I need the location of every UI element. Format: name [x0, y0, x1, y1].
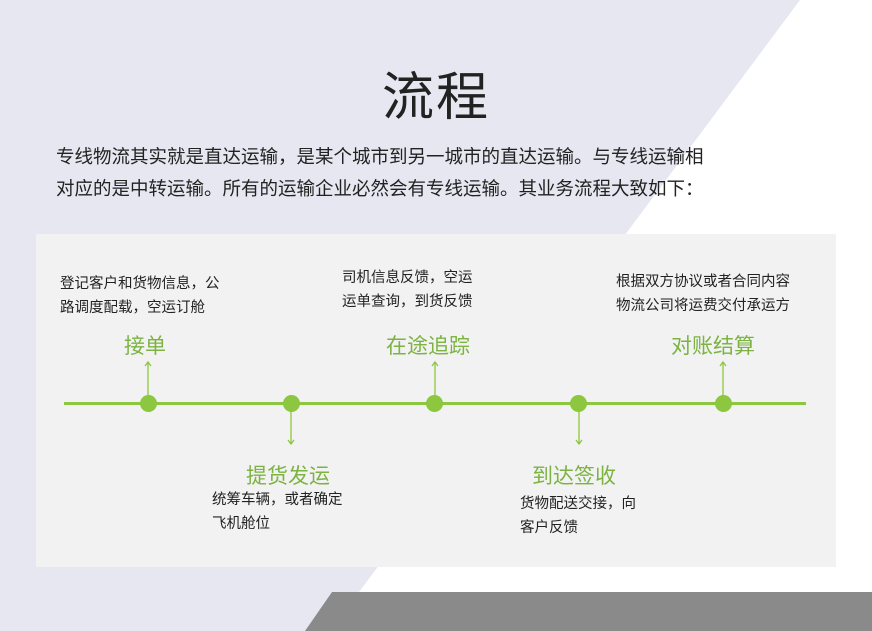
step-description-line: 统筹车辆，或者确定: [212, 492, 343, 508]
timeline-node: [140, 395, 157, 412]
step-description-line: 登记客户和货物信息，公: [60, 276, 220, 292]
arrow-down-icon: [287, 408, 295, 446]
page-title: 流程: [381, 68, 490, 128]
step-description-line: 物流公司将运费交付承运方: [616, 298, 790, 314]
step-description-line: 司机信息反馈，空运: [342, 270, 473, 286]
step-title: 提货发运: [246, 464, 330, 488]
step-description-line: 客户反馈: [520, 520, 578, 536]
timeline-node: [570, 395, 587, 412]
step-description: 司机信息反馈，空运 运单查询，到货反馈: [342, 266, 473, 314]
step-description: 登记客户和货物信息，公 路调度配载，空运订舱: [60, 272, 220, 320]
intro-line: 专线物流其实就是直达运输，是某个城市到另一城市的直达运输。与专线运输相: [56, 147, 704, 168]
arrow-up-icon: [719, 360, 727, 398]
step-description: 统筹车辆，或者确定 飞机舱位: [212, 488, 343, 536]
step-title: 接单: [124, 334, 166, 358]
bottom-band: [305, 592, 872, 631]
step-title: 到达签收: [532, 464, 616, 488]
step-description: 根据双方协议或者合同内容 物流公司将运费交付承运方: [616, 270, 790, 318]
step-description-line: 路调度配载，空运订舱: [60, 300, 205, 316]
arrow-up-icon: [431, 360, 439, 398]
step-description-line: 货物配送交接，向: [520, 496, 636, 512]
timeline-node: [715, 395, 732, 412]
timeline-node: [426, 395, 443, 412]
step-description: 货物配送交接，向 客户反馈: [520, 492, 636, 540]
step-title: 在途追踪: [386, 334, 470, 358]
step-description-line: 根据双方协议或者合同内容: [616, 274, 790, 290]
intro-line: 对应的是中转运输。所有的运输企业必然会有专线运输。其业务流程大致如下：: [56, 179, 704, 200]
step-title: 对账结算: [671, 334, 755, 358]
timeline-node: [283, 395, 300, 412]
intro-paragraph: 专线物流其实就是直达运输，是某个城市到另一城市的直达运输。与专线运输相 对应的是…: [56, 142, 826, 206]
arrow-up-icon: [144, 360, 152, 398]
step-description-line: 运单查询，到货反馈: [342, 294, 473, 310]
step-description-line: 飞机舱位: [212, 516, 270, 532]
arrow-down-icon: [575, 408, 583, 446]
